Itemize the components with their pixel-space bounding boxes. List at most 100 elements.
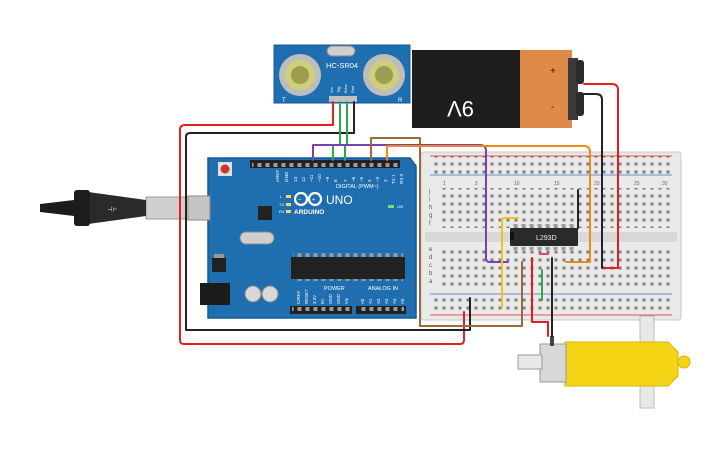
pin-label-a4: A4 bbox=[392, 298, 397, 304]
pin-label-aref: AREF bbox=[275, 170, 280, 182]
battery-label: 9V bbox=[447, 96, 474, 121]
row-label-a: a bbox=[429, 279, 433, 285]
pin-label-gnd-2: GND bbox=[336, 294, 341, 304]
crystal-oscillator bbox=[239, 231, 275, 245]
pin-label-3: ~3 bbox=[375, 176, 380, 182]
arduino-model: UNO bbox=[326, 193, 353, 207]
col-label-5: 5 bbox=[475, 181, 478, 187]
digital-label: DIGITAL (PWM~) bbox=[336, 184, 379, 190]
col-label-30: 30 bbox=[662, 181, 668, 187]
pin-label-8: 8 bbox=[333, 179, 338, 182]
wire-red-motor[interactable] bbox=[531, 257, 549, 337]
breadboard-top-rail bbox=[432, 156, 672, 174]
row-label-e: e bbox=[429, 247, 433, 253]
sensor-pin-echo: Echo bbox=[344, 84, 348, 93]
capacitor-1 bbox=[244, 285, 262, 303]
sensor-model: HC-SR04 bbox=[326, 61, 358, 70]
wire-yellow[interactable] bbox=[501, 217, 519, 309]
pin-label-gnd-1: GND bbox=[328, 294, 333, 304]
col-label-1: 1 bbox=[443, 181, 446, 187]
col-label-10: 10 bbox=[514, 181, 520, 187]
chip-label: L293D bbox=[536, 235, 557, 242]
dc-motor[interactable] bbox=[517, 315, 691, 409]
breadboard-lower-block bbox=[440, 246, 672, 286]
wire-brown[interactable] bbox=[370, 137, 523, 327]
row-label-f: f bbox=[429, 221, 431, 227]
analog-label: ANALOG IN bbox=[368, 286, 398, 292]
usb-icon: ⟛ bbox=[108, 204, 117, 215]
pin-label-tx: TX 1 bbox=[391, 174, 396, 184]
wire-green-echo[interactable] bbox=[344, 101, 348, 161]
wire-red-battery[interactable] bbox=[583, 83, 619, 269]
wire-red-sensor-vcc[interactable] bbox=[179, 101, 465, 345]
sensor-pin-vcc: Vcc bbox=[330, 87, 334, 93]
row-label-i: i bbox=[429, 197, 430, 203]
battery-terminal-plus[interactable] bbox=[576, 60, 584, 84]
pin-label-12: 12 bbox=[301, 176, 306, 182]
pin-label-13: 13 bbox=[293, 176, 298, 182]
pin-label-a1: A1 bbox=[368, 298, 373, 304]
pin-label-a5: A5 bbox=[400, 298, 405, 304]
wires bbox=[179, 83, 619, 345]
arduino-logo: – + bbox=[293, 191, 323, 207]
wire-green-trig[interactable] bbox=[332, 101, 341, 161]
atmega-microcontroller bbox=[291, 257, 405, 279]
pin-label-7: 7 bbox=[343, 179, 348, 182]
col-label-15: 15 bbox=[554, 181, 560, 187]
pin-label-reset: RESET bbox=[304, 289, 309, 304]
pin-label-9: ~9 bbox=[325, 176, 330, 182]
power-jack[interactable] bbox=[200, 283, 230, 305]
led-label-rx: RX bbox=[279, 209, 285, 214]
usb-port[interactable] bbox=[187, 195, 211, 221]
pin-label-11: ~11 bbox=[309, 174, 314, 182]
wire-black-battery[interactable] bbox=[583, 93, 603, 269]
sensor-pin-trig: Trig bbox=[337, 87, 341, 93]
sensor-side-r: R bbox=[398, 98, 403, 104]
usb-cable[interactable]: ⟛ bbox=[40, 190, 189, 226]
svg-text:–: – bbox=[298, 198, 302, 204]
pin-label-5: ~5 bbox=[359, 176, 364, 182]
battery-minus-sign: - bbox=[551, 102, 554, 113]
pin-label-6: ~6 bbox=[351, 176, 356, 182]
led-label-tx: TX bbox=[279, 202, 284, 207]
arduino-brand: ARDUINO bbox=[294, 209, 324, 216]
capacitor-2 bbox=[261, 285, 279, 303]
battery-9v[interactable]: 9V + - bbox=[412, 50, 584, 128]
power-label: POWER bbox=[324, 286, 345, 292]
pin-label-a0: A0 bbox=[360, 298, 365, 304]
pin-label-10: ~10 bbox=[317, 174, 322, 182]
pin-label-ioref: IOREF bbox=[296, 290, 301, 304]
hc-sr04-sensor[interactable]: HC-SR04 T R Vcc Trig Echo Gnd bbox=[273, 44, 411, 104]
led-label-l: L bbox=[280, 194, 283, 199]
arduino-uno-board[interactable]: AREF GND 13 12 ~11 ~10 ~9 8 7 ~6 ~5 4 ~3… bbox=[187, 157, 417, 319]
pin-label-2: 2 bbox=[383, 179, 388, 182]
pin-label-5v: 5V bbox=[320, 299, 325, 304]
sensor-crystal bbox=[326, 45, 356, 57]
l293d-chip[interactable]: L293D bbox=[510, 224, 578, 250]
row-label-b: b bbox=[429, 271, 433, 277]
usb-controller-chip bbox=[258, 206, 272, 220]
pin-label-a2: A2 bbox=[376, 298, 381, 304]
on-label: ON bbox=[397, 204, 403, 209]
wire-black-sensor-gnd[interactable] bbox=[185, 101, 471, 331]
breadboard-upper-block bbox=[440, 188, 672, 228]
col-label-20: 20 bbox=[594, 181, 600, 187]
sensor-pin-gnd: Gnd bbox=[351, 86, 355, 93]
sensor-side-t: T bbox=[282, 98, 286, 104]
row-label-c: c bbox=[429, 263, 432, 269]
battery-terminal-minus[interactable] bbox=[576, 92, 584, 116]
wire-orange[interactable] bbox=[386, 145, 591, 263]
svg-text:+: + bbox=[312, 198, 316, 204]
pin-label-vin: Vin bbox=[344, 297, 349, 304]
pin-label-gnd-top: GND bbox=[284, 171, 289, 182]
pin-label-4: 4 bbox=[367, 179, 372, 182]
col-label-25: 25 bbox=[634, 181, 640, 187]
pin-label-rx: RX 0 bbox=[399, 173, 404, 184]
row-label-j: j bbox=[428, 189, 430, 195]
pin-label-a3: A3 bbox=[384, 298, 389, 304]
row-label-h: h bbox=[429, 205, 432, 211]
voltage-regulator bbox=[212, 258, 226, 272]
row-label-g: g bbox=[429, 213, 432, 219]
pin-label-3v3: 3.3V bbox=[312, 295, 317, 304]
